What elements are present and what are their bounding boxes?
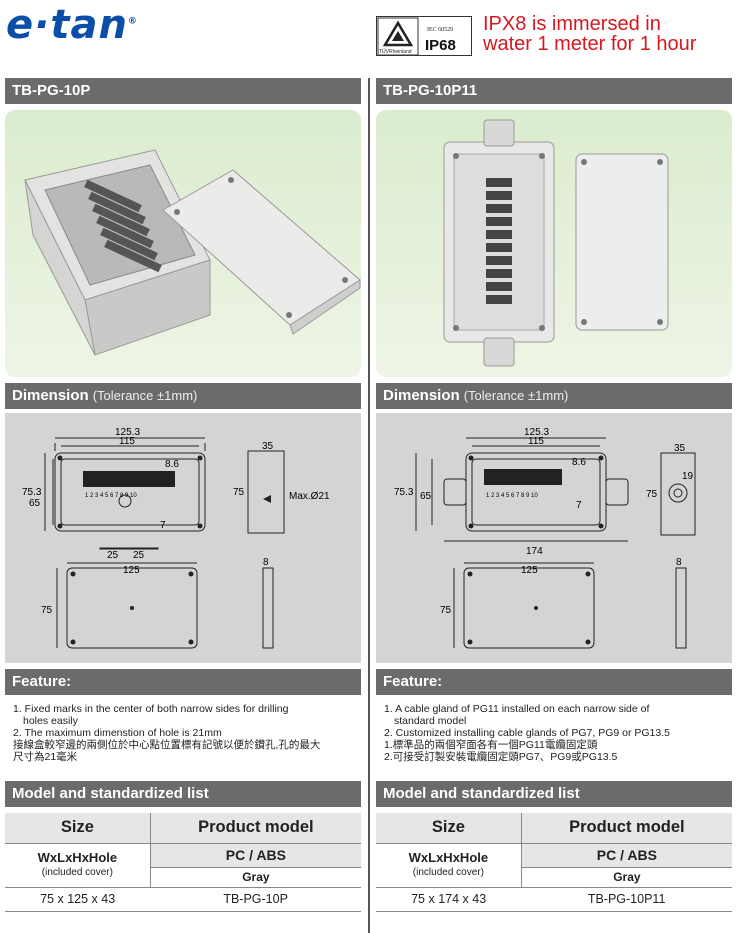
list-title-bar: Model and standardized list: [376, 781, 732, 807]
svg-text:TÜVRheinland: TÜVRheinland: [379, 48, 412, 55]
dim-depth: 35: [674, 443, 686, 454]
feature-title-bar: Feature:: [5, 669, 361, 695]
color-label: Gray: [521, 867, 732, 888]
dim-width-inner: 115: [528, 436, 544, 447]
feature-title-bar: Feature:: [376, 669, 732, 695]
dimension-drawing: 125.3 115 8.6 1 2 3 4 5 6 7 8 9 10 75.3 …: [5, 413, 361, 663]
dim-width-outer: 125.3: [524, 427, 549, 438]
size-value: 75 x 125 x 43: [5, 887, 151, 912]
technical-drawing: 125.3 115 8.6 1 2 3 4 5 6 7 8 9 10 75.3 …: [394, 427, 696, 649]
etan-logo: e·tan®: [6, 2, 138, 48]
dim-height-outer: 75.3: [22, 487, 42, 498]
dim-height-inner: 65: [420, 491, 432, 502]
product-model-header: Product model: [150, 813, 361, 844]
dim-lid-width: 125: [521, 565, 538, 576]
terminal-numbers: 1 2 3 4 5 6 7 8 9 10: [486, 493, 538, 499]
dim-pitch: 8.6: [572, 457, 586, 468]
material-label: PC / ABS: [150, 843, 361, 868]
list-title-bar: Model and standardized list: [5, 781, 361, 807]
dim-spacing-a: 25: [107, 550, 119, 561]
feature-list: 1. Fixed marks in the center of both nar…: [5, 695, 361, 781]
feature-line: standard model: [394, 715, 467, 727]
dim-height-outer: 75.3: [394, 487, 414, 498]
dim-spacing-b: 25: [133, 550, 145, 561]
dim-depth-height: 75: [233, 487, 245, 498]
product-photo: [5, 110, 361, 377]
page-header: e·tan® TÜVRheinland IEC 60529 IP68 IPX8 …: [0, 0, 736, 76]
feature-line: holes easily: [23, 715, 78, 727]
size-header: Size: [376, 813, 522, 844]
dim-small: 7: [160, 520, 166, 531]
dim-lid-height: 75: [440, 605, 452, 616]
dim-gland: 19: [682, 471, 694, 482]
size-header: Size: [5, 813, 151, 844]
dim-side-width: 8: [676, 557, 682, 568]
dimension-title-bar: Dimension(Tolerance ±1mm): [5, 383, 361, 409]
technical-drawing: 125.3 115 8.6 1 2 3 4 5 6 7 8 9 10 75.3 …: [22, 427, 330, 649]
model-title-bar: TB-PG-10P: [5, 78, 361, 104]
model-value: TB-PG-10P: [150, 887, 361, 912]
svg-text:IP68: IP68: [425, 37, 456, 54]
dimension-title-bar: Dimension(Tolerance ±1mm): [376, 383, 732, 409]
ip68-certificate-badge: TÜVRheinland IEC 60529 IP68: [376, 16, 472, 56]
svg-text:IEC 60529: IEC 60529: [427, 27, 453, 33]
model-title-bar: TB-PG-10P11: [376, 78, 732, 104]
dim-side-width: 8: [263, 557, 269, 568]
material-label: PC / ABS: [521, 843, 732, 868]
column-divider: [368, 78, 370, 933]
size-value: 75 x 174 x 43: [376, 887, 522, 912]
junction-box-open-illustration: [24, 149, 361, 356]
product-photo: [376, 110, 732, 377]
feature-line: 1.標準品的兩個窄面各有一個PG11電纜固定頭: [384, 739, 598, 751]
color-label: Gray: [150, 867, 361, 888]
feature-line: 2. Customized installing cable glands of…: [384, 727, 670, 739]
dim-pitch: 8.6: [165, 459, 179, 470]
dim-width-inner: 115: [119, 436, 135, 447]
model-value: TB-PG-10P11: [521, 887, 732, 912]
dim-lid-height: 75: [41, 605, 53, 616]
dim-lid-width: 125: [123, 565, 140, 576]
feature-line: 2. The maximum dimenstion of hole is 21m…: [13, 727, 222, 739]
ipx8-note: IPX8 is immersed in water 1 meter for 1 …: [483, 13, 697, 55]
feature-line: 1. A cable gland of PG11 installed on ea…: [384, 703, 650, 715]
feature-line: 2.可接受訂製安裝電纜固定頭PG7、PG9或PG13.5: [384, 751, 618, 763]
feature-line: 1. Fixed marks in the center of both nar…: [13, 703, 289, 715]
product-model-header: Product model: [521, 813, 732, 844]
dim-max-hole: Max.Ø21: [289, 491, 330, 502]
dim-total-length: 174: [526, 546, 543, 557]
dimension-drawing: 125.3 115 8.6 1 2 3 4 5 6 7 8 9 10 75.3 …: [376, 413, 732, 663]
column-tb-pg-10p: TB-PG-10P: [5, 78, 361, 912]
dim-depth-height: 75: [646, 489, 658, 500]
dim-width-outer: 125.3: [115, 427, 140, 438]
dim-height-inner: 65: [29, 498, 41, 509]
size-label: WxLxHxHole(included cover): [5, 843, 151, 888]
terminal-numbers: 1 2 3 4 5 6 7 8 9 10: [85, 493, 137, 499]
column-tb-pg-10p11: TB-PG-10P11 Dimension(Tolerance ±1mm: [376, 78, 732, 912]
dim-small: 7: [576, 500, 582, 511]
tuv-triangle-icon: TÜVRheinland IEC 60529 IP68: [377, 17, 456, 56]
feature-line: 尺寸為21毫米: [13, 751, 78, 763]
feature-list: 1. A cable gland of PG11 installed on ea…: [376, 695, 732, 781]
feature-line: 接線盒較窄邊的兩側位於中心點位置標有記號以便於鑽孔,孔的最大: [13, 739, 321, 751]
size-label: WxLxHxHole(included cover): [376, 843, 522, 888]
dim-depth: 35: [262, 441, 274, 452]
junction-box-with-glands-illustration: [443, 119, 669, 367]
